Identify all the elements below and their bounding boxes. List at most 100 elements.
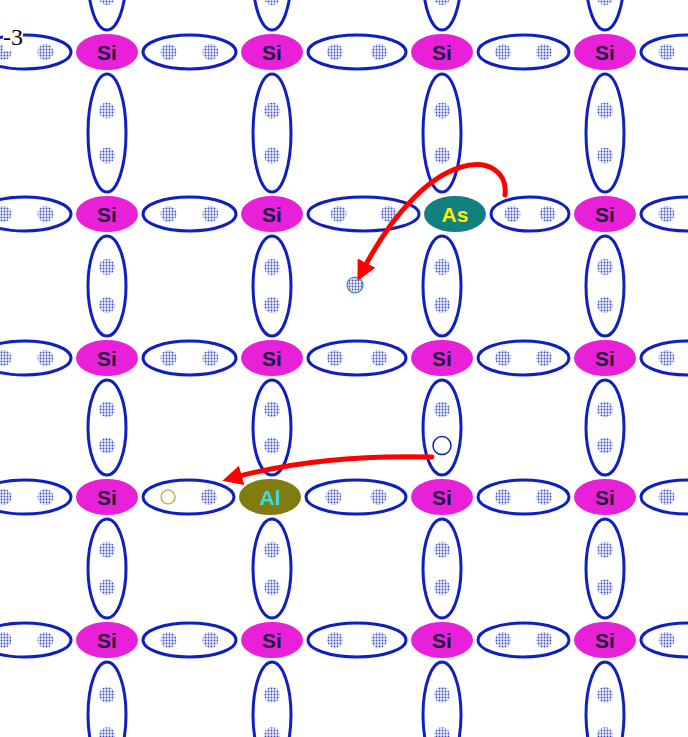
bond — [478, 623, 569, 657]
bond — [423, 0, 461, 30]
bond-electron — [0, 489, 12, 505]
bond-electron — [99, 579, 115, 595]
bond-electron — [327, 632, 343, 648]
bond-electron — [434, 297, 450, 313]
element-symbol: Si — [262, 42, 282, 63]
atom: Si — [76, 196, 138, 232]
bond — [641, 341, 688, 375]
bond-electron — [434, 687, 450, 703]
bond — [491, 197, 569, 231]
hole — [433, 437, 451, 455]
element-symbol: Si — [595, 487, 615, 508]
bond-electron — [597, 147, 613, 163]
atom: Si — [241, 622, 303, 658]
bond-electron — [201, 489, 217, 505]
bond-electron — [659, 350, 675, 366]
bond — [88, 0, 126, 30]
atom: Si — [76, 34, 138, 70]
element-symbol: As — [442, 204, 469, 225]
element-symbol: Si — [262, 630, 282, 651]
element-symbol: Si — [262, 204, 282, 225]
atom: Si — [76, 340, 138, 376]
bond-electron — [597, 542, 613, 558]
bond-electron — [434, 103, 450, 119]
free-electron — [347, 277, 363, 293]
bond-electron — [37, 206, 53, 222]
bond-electron — [434, 727, 450, 737]
bond-electron — [434, 0, 450, 5]
bond-electron — [326, 489, 342, 505]
atom: Al — [239, 479, 301, 515]
bond — [586, 519, 624, 618]
bond-electron — [434, 259, 450, 275]
bond — [143, 197, 236, 231]
bond-electron — [597, 0, 613, 5]
bond-electron — [264, 103, 280, 119]
bond — [88, 236, 126, 336]
atom: Si — [574, 479, 636, 515]
bond — [586, 662, 624, 737]
bond-electron — [434, 401, 450, 417]
bond-electron — [495, 350, 511, 366]
atom: Si — [241, 34, 303, 70]
bond — [478, 480, 569, 514]
atom: As — [424, 196, 486, 232]
bond — [641, 35, 688, 69]
bond — [253, 662, 291, 737]
element-symbol: Si — [262, 348, 282, 369]
bond — [423, 380, 461, 475]
bond — [88, 519, 126, 618]
bond-electron — [597, 579, 613, 595]
bond-electron — [202, 632, 218, 648]
bond — [88, 380, 126, 475]
bond — [88, 74, 126, 192]
bond-electron — [99, 438, 115, 454]
bond-electron — [495, 489, 511, 505]
bond-electron — [264, 297, 280, 313]
bond-electron — [597, 103, 613, 119]
hole-arrow — [232, 457, 432, 478]
bond — [143, 35, 236, 69]
element-symbol: Si — [97, 348, 117, 369]
bond-electron — [327, 350, 343, 366]
bond-electron — [99, 0, 115, 5]
bond — [641, 480, 688, 514]
bond-electron — [331, 206, 347, 222]
hole — [161, 490, 175, 504]
bond-electron — [536, 489, 552, 505]
bond — [143, 480, 234, 514]
atom: Si — [574, 196, 636, 232]
bond-electron — [659, 44, 675, 60]
bond-electron — [37, 44, 53, 60]
bond-electron — [597, 438, 613, 454]
bond-electron — [327, 44, 343, 60]
atom: Si — [411, 340, 473, 376]
bond — [308, 623, 406, 657]
bond-electron — [371, 44, 387, 60]
element-symbol: Si — [97, 487, 117, 508]
carrier-group — [232, 165, 505, 478]
bond-electron — [202, 350, 218, 366]
atom: Si — [574, 622, 636, 658]
bond-electron — [264, 401, 280, 417]
bond-electron — [659, 206, 675, 222]
bond-electron — [495, 44, 511, 60]
bond-electron — [37, 632, 53, 648]
bond-electron — [202, 206, 218, 222]
bond-electron — [597, 687, 613, 703]
bond-electron — [161, 350, 177, 366]
bond-electron — [659, 632, 675, 648]
atom: Si — [76, 479, 138, 515]
atom: Si — [574, 34, 636, 70]
bond — [143, 623, 236, 657]
bond-electron — [0, 206, 12, 222]
atom: Si — [241, 340, 303, 376]
bond-electron — [597, 259, 613, 275]
atom: Si — [241, 196, 303, 232]
bond — [253, 380, 291, 475]
bond-electron — [264, 147, 280, 163]
bond — [423, 236, 461, 336]
bond-electron — [37, 489, 53, 505]
bond-electron — [0, 350, 12, 366]
